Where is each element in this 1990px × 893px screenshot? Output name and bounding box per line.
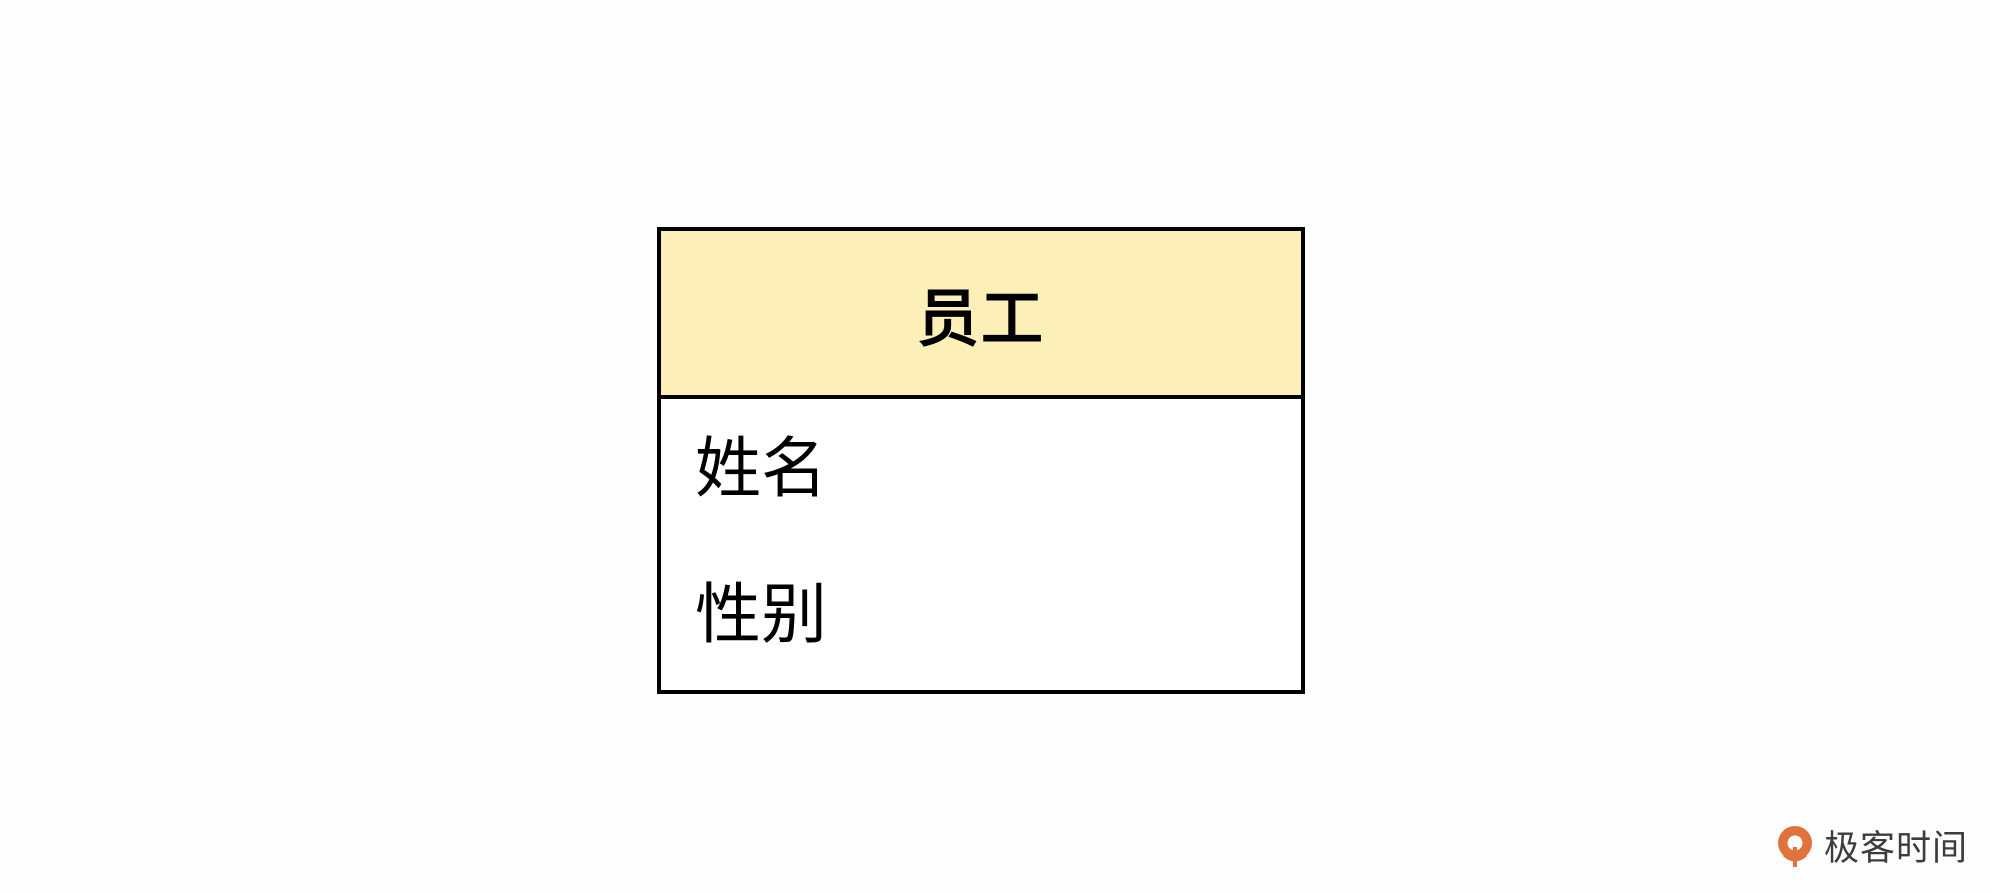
attribute-name: 姓名 — [695, 430, 827, 507]
brand-name: 极客时间 — [1823, 829, 1968, 869]
watermark: 极客时间 — [1774, 820, 1968, 871]
entity-title: 员工 — [916, 282, 1045, 355]
entity-employee: 员工 姓名 性别 — [657, 227, 1305, 694]
entity-attributes: 姓名 性别 — [661, 399, 1301, 717]
geektime-logo-icon — [1774, 823, 1816, 869]
entity-header: 员工 — [661, 231, 1301, 399]
attribute-gender: 性别 — [695, 576, 827, 653]
